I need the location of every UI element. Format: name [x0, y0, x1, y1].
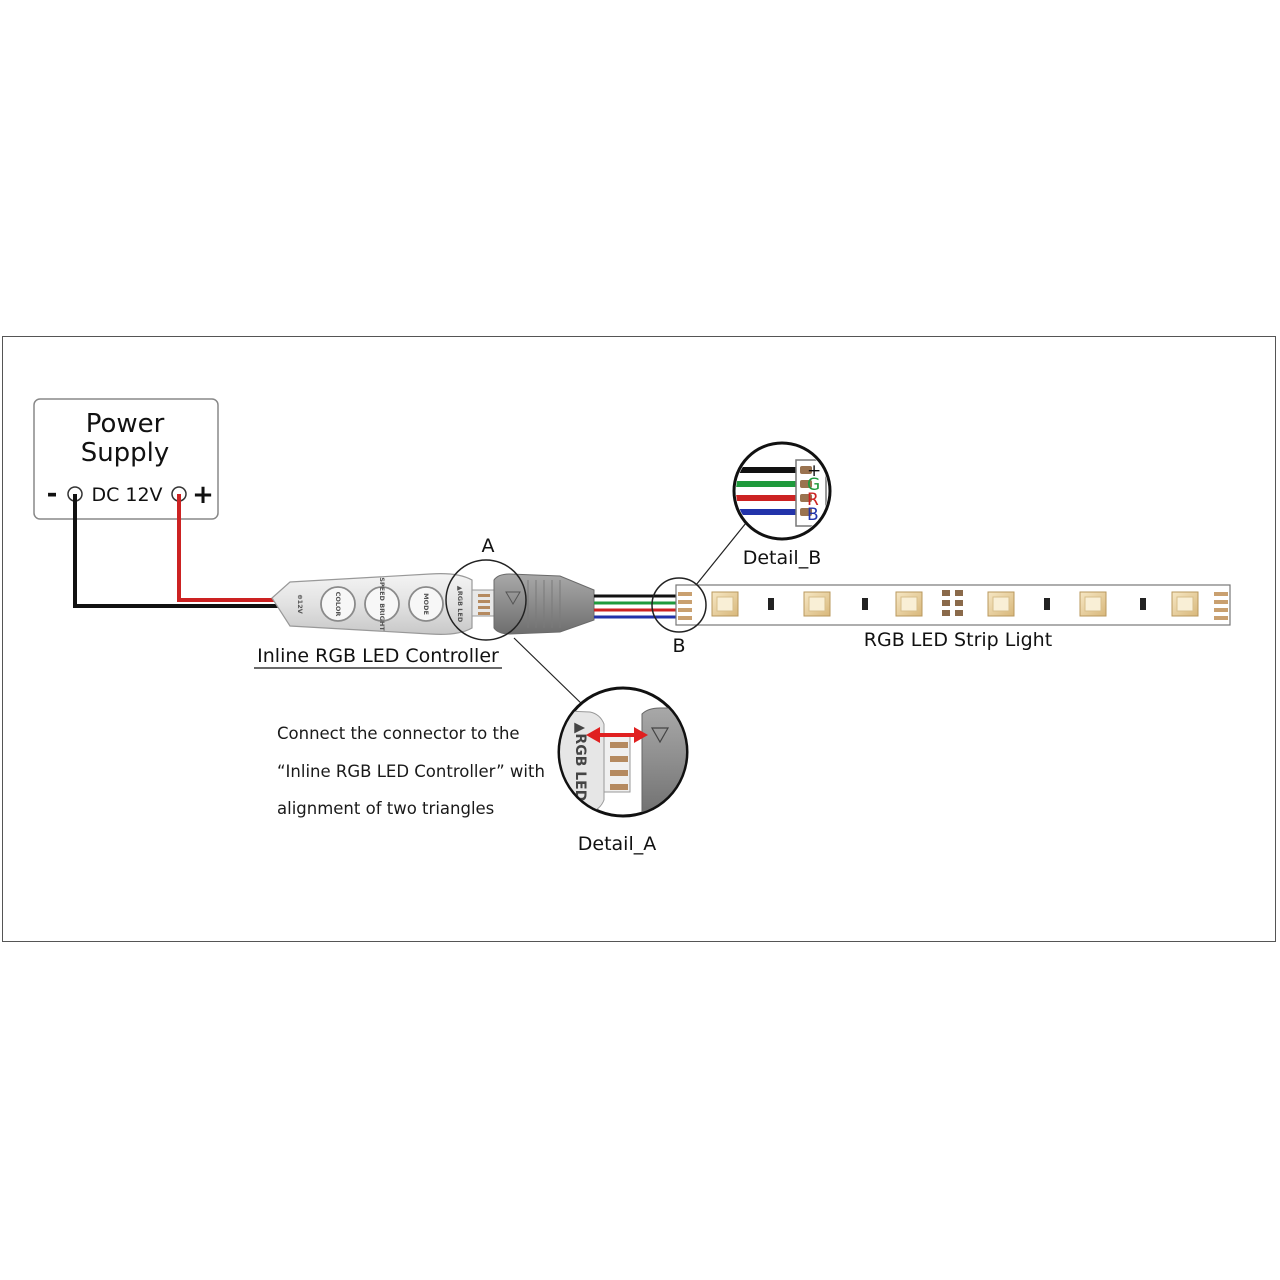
resistor	[862, 598, 868, 610]
pin-blue-label: B	[807, 505, 819, 525]
led-chip-lens	[808, 596, 826, 612]
plus-sign: +	[192, 480, 214, 510]
arrow-right-icon	[634, 727, 648, 743]
led-chip-lens	[1176, 596, 1194, 612]
cut-point-pad	[955, 610, 963, 616]
led-chip-lens	[716, 596, 734, 612]
cut-point-pad	[955, 590, 963, 596]
pin-red-label: R	[807, 490, 819, 510]
callout-b-leader	[695, 522, 747, 586]
black-wire	[73, 494, 280, 608]
detail-a: ▲RGB LED Detail_A	[557, 686, 689, 855]
callout-b-circle	[651, 577, 707, 633]
power-supply: Power Supply - DC 12V +	[33, 398, 219, 520]
arrow-left-icon	[586, 727, 600, 743]
button-mode[interactable]: MODE	[408, 586, 444, 622]
red-wire	[177, 494, 280, 602]
resistor	[768, 598, 774, 610]
pin-positive-label: +	[807, 461, 821, 481]
cut-point-pad	[942, 590, 950, 596]
led-chip-lens	[900, 596, 918, 612]
minus-sign: -	[47, 479, 58, 509]
button-mode-label: MODE	[422, 593, 430, 615]
callout-a-leader	[513, 637, 587, 709]
led-strip	[675, 584, 1231, 626]
detail-a-port-label: ▲RGB LED	[572, 723, 588, 802]
detail-b: + G R B Detail_B	[732, 441, 832, 569]
cut-point-pad	[942, 610, 950, 616]
alignment-triangle-icon	[505, 591, 521, 605]
inline-controller: ⊕12V COLOR SPEED BRIGHT MODE ▲RGB LED	[271, 573, 495, 635]
led-chip-lens	[1084, 596, 1102, 612]
button-speed-bright[interactable]: SPEED BRIGHT	[364, 577, 400, 631]
callout-a-circle	[445, 559, 527, 641]
detail-a-label: Detail_A	[578, 833, 656, 855]
callout-a-letter: A	[482, 535, 495, 557]
button-color[interactable]: COLOR	[320, 586, 356, 622]
pin-green-label: G	[807, 475, 820, 495]
cut-point-pad	[942, 600, 950, 606]
callout-b-letter: B	[672, 635, 685, 657]
instruction-line-1: Connect the connector to the	[277, 724, 520, 743]
button-speed-bright-label: SPEED BRIGHT	[378, 577, 386, 631]
strip-label: RGB LED Strip Light	[864, 629, 1052, 651]
voltage-label: DC 12V	[91, 484, 162, 506]
detail-b-label: Detail_B	[743, 547, 822, 569]
instruction-line-3: alignment of two triangles	[277, 799, 494, 818]
button-color-label: COLOR	[334, 592, 342, 617]
detail-a-triangle-icon	[650, 727, 670, 744]
led-chip-lens	[992, 596, 1010, 612]
instruction-line-2: “Inline RGB LED Controller” with	[277, 762, 545, 781]
gray-connector	[493, 573, 595, 635]
cut-point-pad	[955, 600, 963, 606]
power-supply-title-line1: Power	[86, 409, 165, 439]
power-supply-title-line2: Supply	[81, 438, 170, 468]
resistor	[1140, 598, 1146, 610]
instruction-text: Connect the connector to the “Inline RGB…	[277, 724, 545, 818]
controller-label: Inline RGB LED Controller	[257, 645, 499, 667]
power-badge: ⊕12V	[296, 594, 304, 614]
controller-port-label: ▲RGB LED	[456, 586, 464, 623]
resistor	[1044, 598, 1050, 610]
